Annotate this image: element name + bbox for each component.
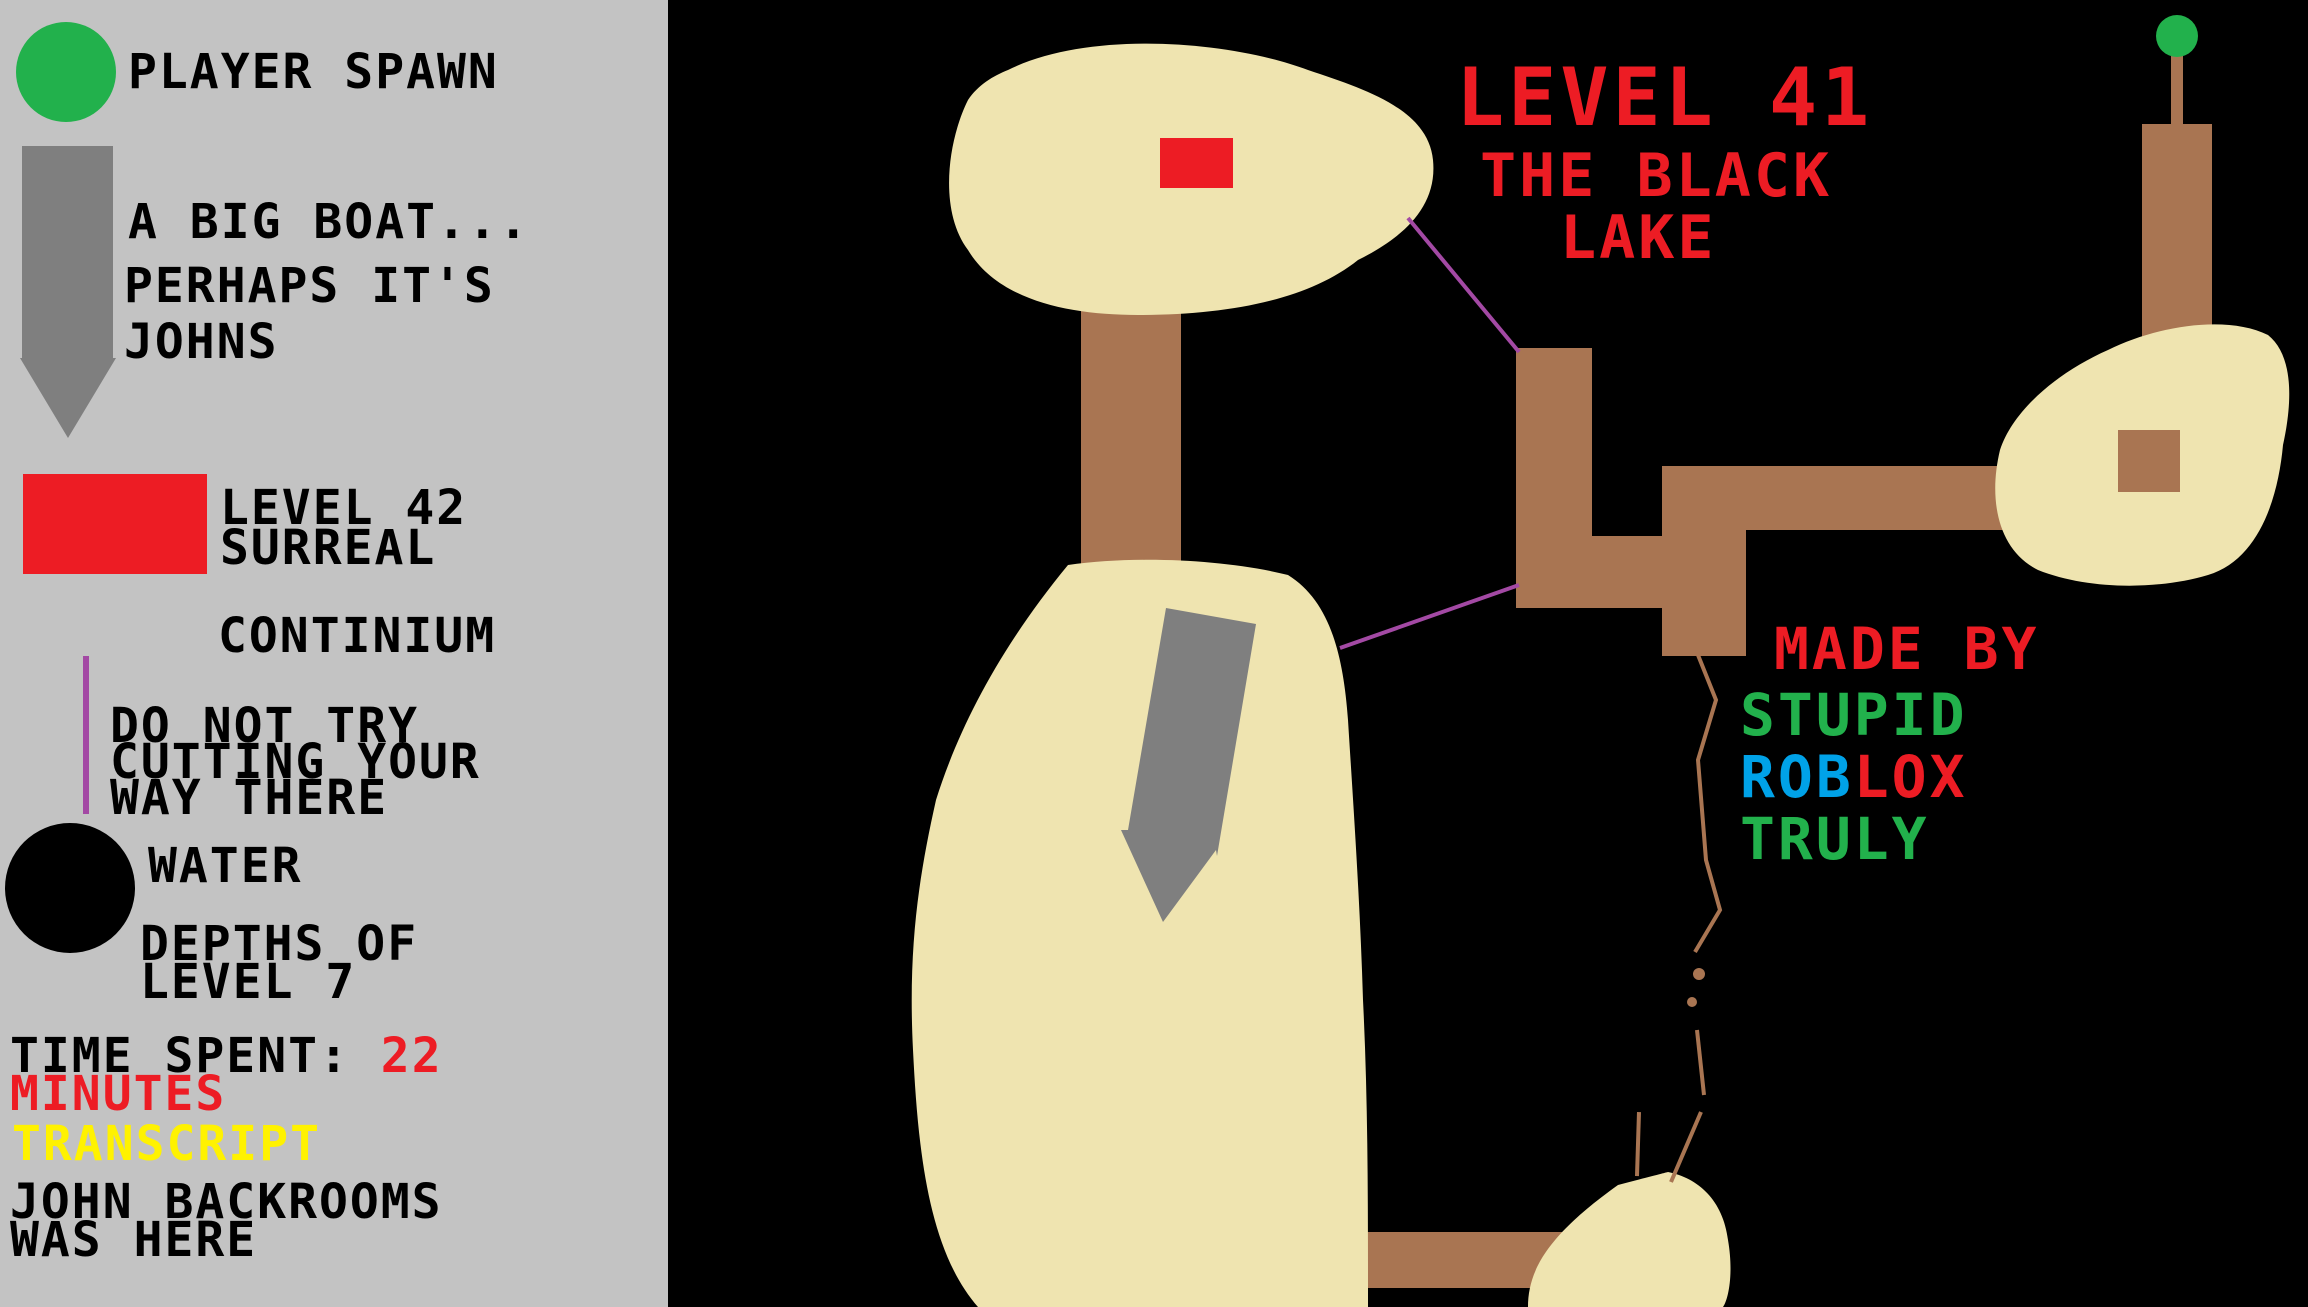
water-circle-icon: [5, 823, 135, 953]
rope-segment: [1669, 1111, 1703, 1183]
bridge-spawn-stem: [2171, 50, 2183, 130]
boat-label-2: PERHAPS IT'S: [124, 258, 495, 314]
player-spawn-label: PLAYER SPAWN: [128, 44, 499, 100]
john-label-2: WAS HERE: [10, 1212, 258, 1268]
time-spent-text: TIME SPENT:: [10, 1028, 350, 1084]
bridge-zigzag: [1516, 348, 2020, 656]
bridge-right-tower: [2142, 124, 2212, 344]
wire-label-1: DO NOT TRY: [110, 698, 419, 754]
boat-label-3: JOHNS: [124, 314, 279, 370]
water-label-2: DEPTHS OF: [140, 916, 419, 972]
credit-lox: LOX: [1853, 743, 1968, 811]
level-subtitle-1: THE BLACK: [1480, 141, 1833, 211]
credit-stupid: STUPID: [1740, 681, 1968, 749]
boat-arrow-icon: [1121, 608, 1256, 922]
credit-roblox: ROBLOX: [1740, 748, 1968, 806]
john-label-1: JOHN BACKROOMS: [10, 1174, 443, 1230]
spawn-circle-icon: [2156, 15, 2198, 57]
exit-label-1: LEVEL 42: [220, 480, 468, 536]
legend-icons: [5, 22, 207, 953]
crate-square: [2118, 430, 2180, 492]
map-area: LEVEL 41 THE BLACK LAKE MADE BY STUPID R…: [668, 0, 2308, 1307]
exit-label-2: SURREAL: [220, 520, 437, 576]
bridge-top-vertical: [1081, 290, 1181, 570]
time-spent-value: 22: [380, 1028, 443, 1084]
level-subtitle-2: LAKE: [1560, 203, 1717, 273]
wire-line-icon: [1339, 583, 1520, 650]
boat-arrow-icon: [20, 146, 116, 438]
rope-dot: [1693, 968, 1705, 980]
island-bottom: [1528, 1172, 1731, 1307]
exit-square-icon: [23, 474, 207, 574]
wire-label-3: WAY THERE: [110, 770, 389, 826]
rope-dot: [1687, 997, 1697, 1007]
credit-rob: ROB: [1740, 743, 1854, 811]
wire-label-2: CUTTING YOUR: [110, 734, 481, 790]
bridge-bottom: [1338, 1232, 1570, 1288]
water-label-3: LEVEL 7: [140, 954, 357, 1010]
spawn-circle-icon: [16, 22, 116, 122]
wire-line-icon: [83, 656, 89, 814]
wire-line-icon: [1406, 216, 1521, 354]
credit-made-by: MADE BY: [1774, 615, 2040, 683]
transcript-label: TRANSCRIPT: [12, 1116, 321, 1172]
credit-truly: TRULY: [1740, 805, 1930, 873]
legend-panel: PLAYER SPAWN A BIG BOAT... PERHAPS IT'S …: [0, 0, 668, 1307]
water-label: WATER: [148, 838, 303, 894]
rope-path: [1693, 654, 1723, 954]
rope-segment: [1635, 1111, 1641, 1177]
time-spent-unit: MINUTES: [10, 1066, 227, 1122]
level-title: LEVEL 41: [1456, 51, 1874, 144]
island-large: [911, 559, 1368, 1307]
boat-label-1: A BIG BOAT...: [128, 194, 530, 250]
map-drawing: [911, 15, 2290, 1307]
rope-segment: [1695, 1029, 1706, 1096]
exit-square-icon: [1160, 138, 1233, 188]
exit-label-3: CONTINIUM: [218, 608, 497, 664]
time-spent-label: TIME SPENT: 22: [10, 1032, 443, 1080]
